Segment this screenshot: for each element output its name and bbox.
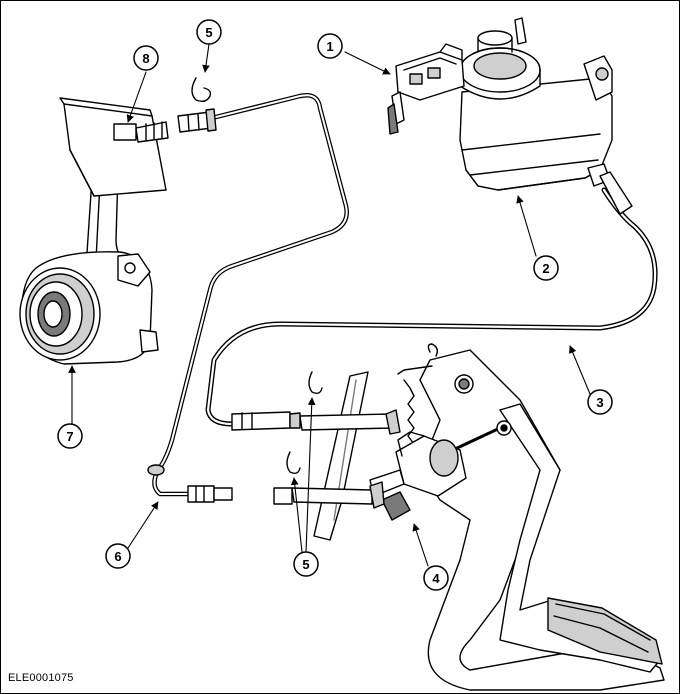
callout-5-pedal: 5 <box>293 551 319 577</box>
callout-6-label: 6 <box>114 549 121 564</box>
clutch-master-cylinder <box>273 409 512 521</box>
callout-5-top: 5 <box>196 19 222 45</box>
fluid-reservoir <box>459 17 613 191</box>
rigid-fluid-pipe <box>147 93 349 497</box>
callout-6: 6 <box>105 543 131 569</box>
callout-1: 1 <box>317 33 343 59</box>
pipe-end-connector <box>187 485 233 503</box>
callout-4: 4 <box>423 565 449 591</box>
electrical-connector <box>387 43 465 135</box>
callout-5-pedal-label: 5 <box>302 557 309 572</box>
callout-5-top-label: 5 <box>205 25 212 40</box>
callout-1-label: 1 <box>326 39 333 54</box>
callout-3: 3 <box>587 389 613 415</box>
callout-7: 7 <box>57 423 83 449</box>
callout-7-label: 7 <box>66 429 73 444</box>
reservoir-feed-hose <box>205 171 658 427</box>
callout-8-label: 8 <box>142 51 149 66</box>
retaining-clip-upper <box>308 371 323 395</box>
figure-id: ELE0001075 <box>8 672 74 684</box>
callout-2-label: 2 <box>542 261 549 276</box>
slave-feed-connector <box>177 108 217 133</box>
retaining-clip-top <box>191 77 212 103</box>
hose-end-connector <box>231 411 301 431</box>
callout-8: 8 <box>133 45 159 71</box>
pedal-bracket <box>313 343 665 691</box>
bleed-nipple <box>113 121 169 143</box>
callout-2: 2 <box>533 255 559 281</box>
callout-3-label: 3 <box>596 395 603 410</box>
leader-lines <box>68 43 591 567</box>
callout-4-label: 4 <box>432 571 440 586</box>
retaining-clip-lower <box>286 451 301 475</box>
